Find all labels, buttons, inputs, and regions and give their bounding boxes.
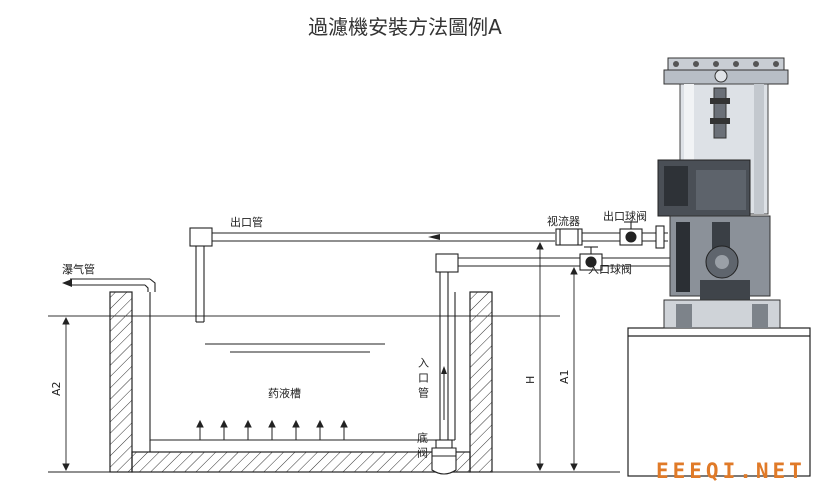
dimension-a1-label: A1 <box>558 369 571 384</box>
sight-glass-label: 视流器 <box>547 214 580 228</box>
dimension-a1 <box>492 266 620 473</box>
inlet-ball-valve-label: 入口球阀 <box>588 262 632 276</box>
liquid-surface-lines <box>205 343 385 353</box>
inlet-pipe-label: 入口管 <box>417 357 430 402</box>
tank-inner-lining <box>149 292 456 452</box>
vent-pipe-label: 瀑气管 <box>62 262 95 276</box>
flow-up-arrows <box>196 419 348 440</box>
outlet-ball-valve <box>619 221 643 246</box>
tank-right-wall <box>469 291 493 473</box>
equipment-base <box>627 327 811 477</box>
dimension-a2 <box>48 316 110 473</box>
foot-valve <box>431 439 457 475</box>
tank-left-wall <box>109 291 133 473</box>
vent-pipe <box>70 278 156 292</box>
foot-valve-label: 底阀 <box>416 431 429 462</box>
diagram-title: 過濾機安裝方法圖例A <box>308 15 502 39</box>
outlet-pipe <box>189 227 555 323</box>
dimension-h-label: H <box>524 376 537 384</box>
outlet-flow-arrow-icon <box>428 234 440 240</box>
inlet-pipe-label-vertical: 入口管 <box>417 357 430 402</box>
vent-arrow-icon <box>62 279 72 287</box>
inlet-flow-arrow-icon <box>441 366 447 374</box>
inlet-ball-valve <box>579 246 603 271</box>
dimension-a2-label: A2 <box>50 381 63 396</box>
inlet-pipe <box>435 253 580 448</box>
outlet-pipe-label: 出口管 <box>230 215 263 229</box>
dimension-h <box>536 241 544 472</box>
tank-bottom <box>131 451 471 473</box>
filter-machine <box>657 57 789 329</box>
sight-glass <box>555 228 583 246</box>
outlet-ball-valve-label: 出口球阀 <box>603 209 647 223</box>
site-watermark: EEEQI.NET <box>656 459 806 483</box>
tank-label: 药液槽 <box>268 386 301 400</box>
